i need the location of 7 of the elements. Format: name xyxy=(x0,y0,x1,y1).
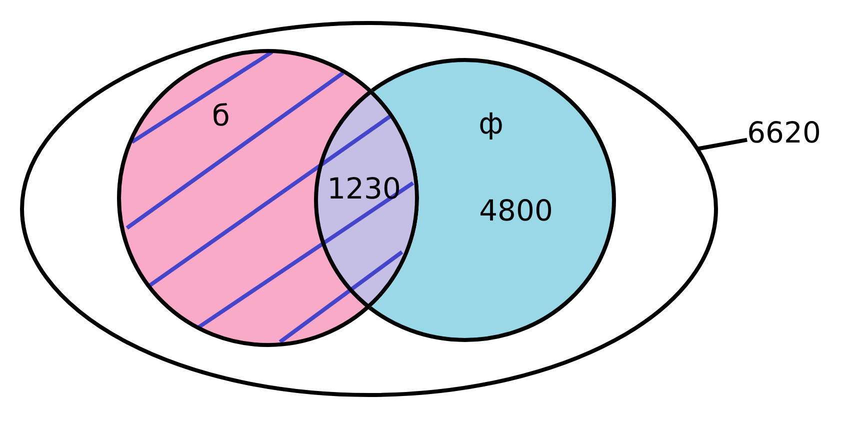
leader-line xyxy=(697,138,748,151)
set-letter: б xyxy=(212,98,230,134)
total-count: 6620 xyxy=(747,116,821,150)
outer-ellipse xyxy=(20,21,718,397)
region-count: 1230 xyxy=(327,172,401,206)
region-count: 4800 xyxy=(479,194,553,228)
set-letter: ф xyxy=(478,106,504,142)
